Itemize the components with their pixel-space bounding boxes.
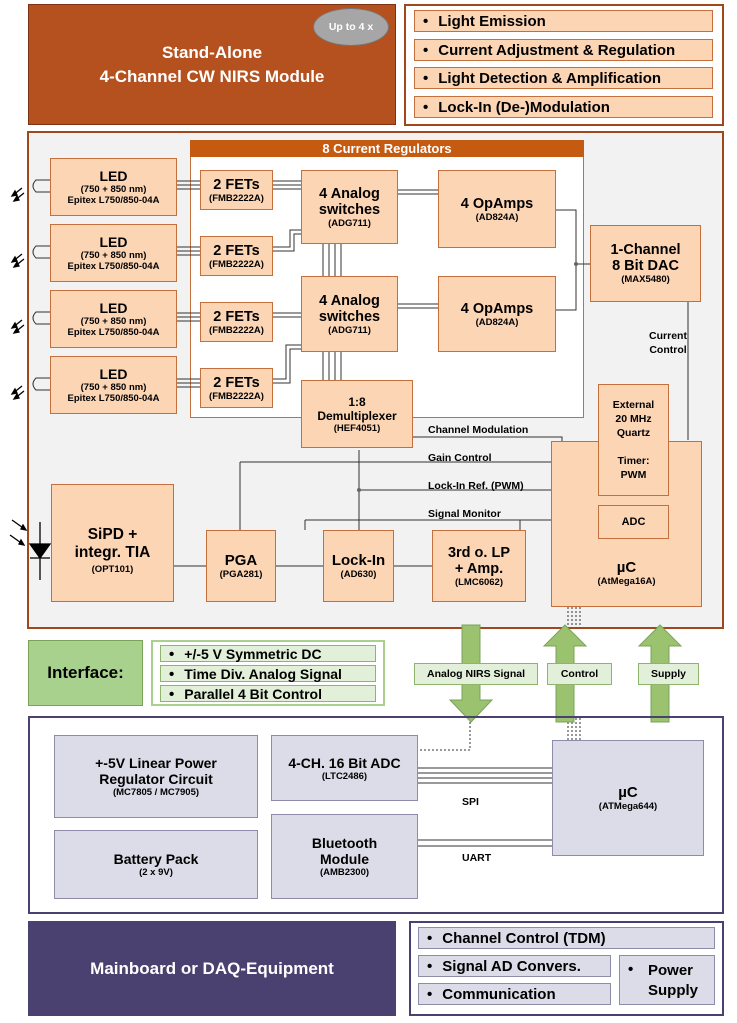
photodiode-icon (9, 519, 52, 580)
feature-item: Current Adjustment & Regulation (414, 39, 713, 61)
battery-pack-box: Battery Pack (2 x 9V) (54, 830, 258, 899)
fet-box: 2 FETs(FMB2222A) (200, 170, 273, 210)
bluetooth-module-box: Bluetooth Module (AMB2300) (271, 814, 418, 899)
fet-box: 2 FETs(FMB2222A) (200, 302, 273, 342)
interface-label-box: Interface: (28, 640, 143, 706)
sipd-tia-box: SiPD + integr. TIA (OPT101) (51, 484, 174, 602)
footer-feature-item: Channel Control (TDM) (418, 927, 715, 949)
supply-label: Supply (638, 663, 699, 685)
signal-monitor-label: Signal Monitor (428, 508, 501, 520)
footer-feature-item: Communication (418, 983, 611, 1005)
mainboard-title-banner: Mainboard or DAQ-Equipment (28, 921, 396, 1016)
led-box: LED (750 + 850 nm) Epitex L750/850-04A (50, 290, 177, 348)
power-supply-item: • Power Supply (619, 955, 715, 1005)
feature-item: Light Emission (414, 10, 713, 32)
mainboard-frame (28, 716, 724, 914)
opamps-box: 4 OpAmps(AD824A) (438, 276, 556, 352)
feature-list-frame (404, 4, 724, 126)
led-box: LED (750 + 850 nm) Epitex L750/850-04A (50, 158, 177, 216)
interface-item: +/-5 V Symmetric DC (160, 645, 376, 662)
lowpass-amp-box: 3rd o. LP+ Amp.(LMC6062) (432, 530, 526, 602)
control-label: Control (547, 663, 612, 685)
pga-box: PGA(PGA281) (206, 530, 276, 602)
feature-item: Lock-In (De-)Modulation (414, 96, 713, 118)
feature-item: Light Detection & Amplification (414, 67, 713, 89)
lockin-box: Lock-In(AD630) (323, 530, 394, 602)
channel-modulation-label: Channel Modulation (428, 424, 529, 436)
adc-16bit-box: 4-CH. 16 Bit ADC (LTC2486) (271, 735, 418, 801)
badge-label: Up to 4 x (328, 21, 374, 33)
module-title-line2: 4-Channel CW NIRS Module (99, 66, 325, 86)
gain-control-label: Gain Control (428, 452, 492, 464)
uart-label: UART (462, 852, 492, 864)
lockin-ref-label: Lock-In Ref. (PWM) (428, 480, 524, 492)
mainboard-microcontroller-box: µC (ATMega644) (552, 740, 704, 856)
power-regulator-box: +-5V Linear Power Regulator Circuit (MC7… (54, 735, 258, 818)
opamps-box: 4 OpAmps(AD824A) (438, 170, 556, 248)
microcontroller-label: µC(AtMega16A) (597, 559, 656, 587)
led-box: LED (750 + 850 nm) Epitex L750/850-04A (50, 224, 177, 282)
interface-item: Parallel 4 Bit Control (160, 685, 376, 702)
led-box: LED (750 + 850 nm) Epitex L750/850-04A (50, 356, 177, 414)
module-title-line1: Stand-Alone (161, 42, 263, 62)
footer-feature-frame (409, 921, 724, 1016)
footer-feature-item: Signal AD Convers. (418, 955, 611, 977)
fet-box: 2 FETs(FMB2222A) (200, 368, 273, 408)
interface-item: Time Div. Analog Signal (160, 665, 376, 682)
spi-label: SPI (462, 796, 479, 808)
analog-nirs-signal-label: Analog NIRS Signal (414, 663, 538, 685)
adc-sub-box: ADC (598, 505, 669, 539)
interface-list-frame (151, 640, 385, 706)
up-to-4x-badge: Up to 4 x (313, 8, 389, 46)
current-regulators-title: 8 Current Regulators (190, 140, 584, 157)
fet-box: 2 FETs(FMB2222A) (200, 236, 273, 276)
